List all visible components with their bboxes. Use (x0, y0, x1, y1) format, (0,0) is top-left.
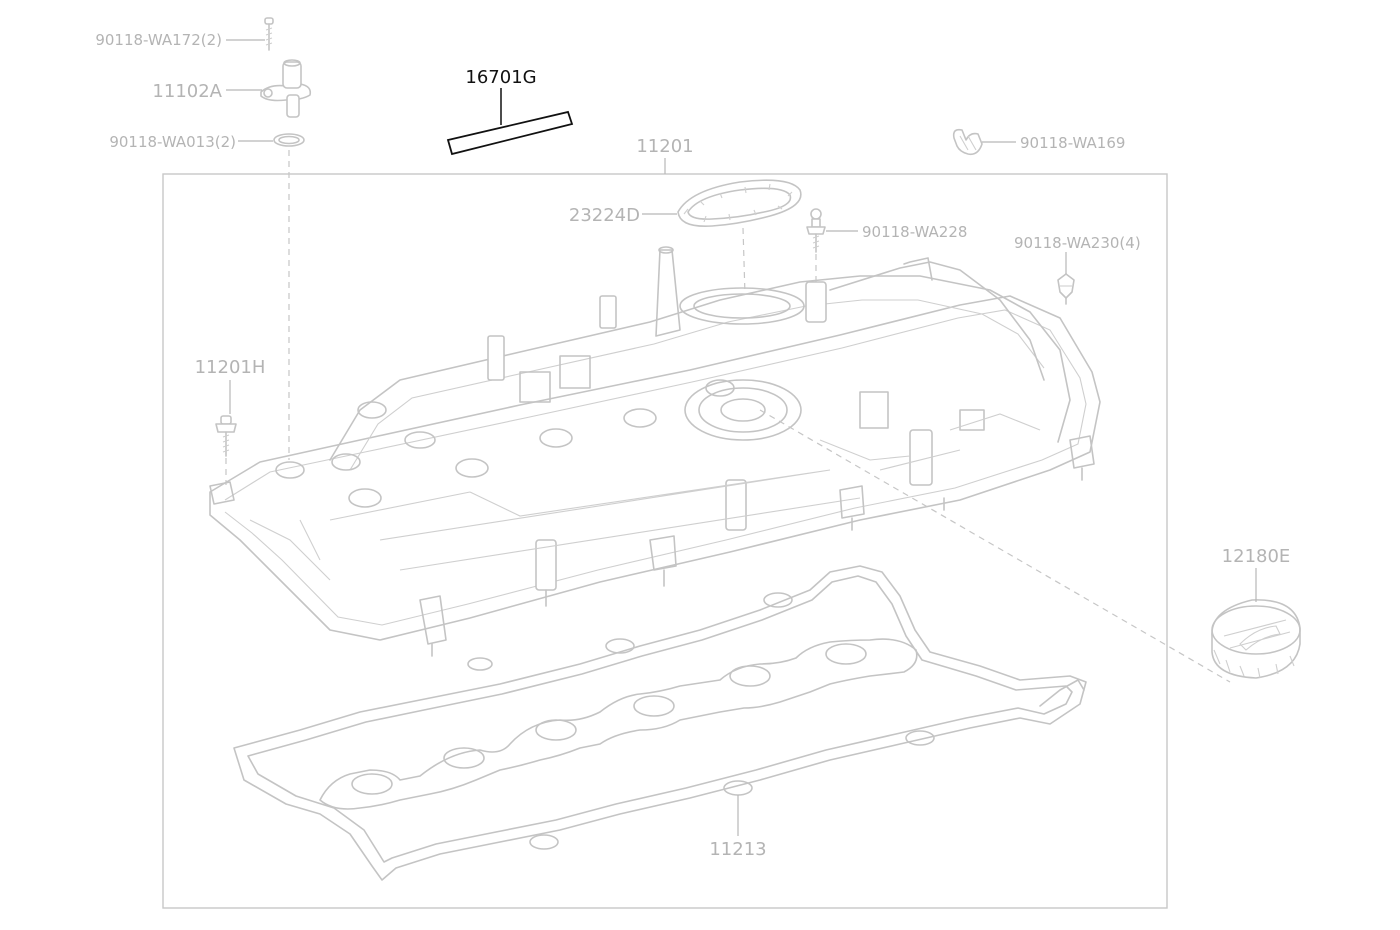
label-90118-wa169[interactable]: 90118-WA169 (1020, 134, 1125, 152)
gasket-kit-16701g[interactable] (446, 110, 574, 156)
oil-cap-12180e[interactable] (1211, 599, 1301, 679)
assembly-frame-11201 (162, 173, 1168, 909)
label-90118-wa230[interactable]: 90118-WA230(4) (1014, 234, 1141, 252)
label-11213[interactable]: 11213 (709, 839, 766, 860)
sensor-11102a[interactable] (260, 59, 312, 118)
gasket-23224d[interactable] (677, 179, 802, 228)
clip-90118-wa169[interactable] (952, 128, 983, 156)
label-23224d[interactable]: 23224D (569, 205, 640, 226)
label-12180e[interactable]: 12180E (1222, 546, 1291, 567)
label-90118-wa228[interactable]: 90118-WA228 (862, 223, 967, 241)
stud-90118-wa228[interactable] (806, 208, 826, 253)
label-11201h[interactable]: 11201H (195, 357, 266, 378)
gasket-11213[interactable] (233, 565, 1087, 881)
bolt-90118-wa172[interactable] (264, 17, 274, 51)
label-11102a[interactable]: 11102A (152, 81, 222, 102)
label-11201[interactable]: 11201 (636, 136, 693, 157)
clip-90118-wa230[interactable] (1057, 273, 1075, 305)
label-90118-wa172[interactable]: 90118-WA172(2) (95, 31, 222, 49)
valve-cover-11201[interactable] (209, 246, 1101, 657)
label-90118-wa013[interactable]: 90118-WA013(2) (109, 133, 236, 151)
bolt-11201h[interactable] (215, 415, 237, 457)
label-16701g[interactable]: 16701G (465, 67, 536, 88)
o-ring-90118-wa013[interactable] (273, 133, 305, 147)
